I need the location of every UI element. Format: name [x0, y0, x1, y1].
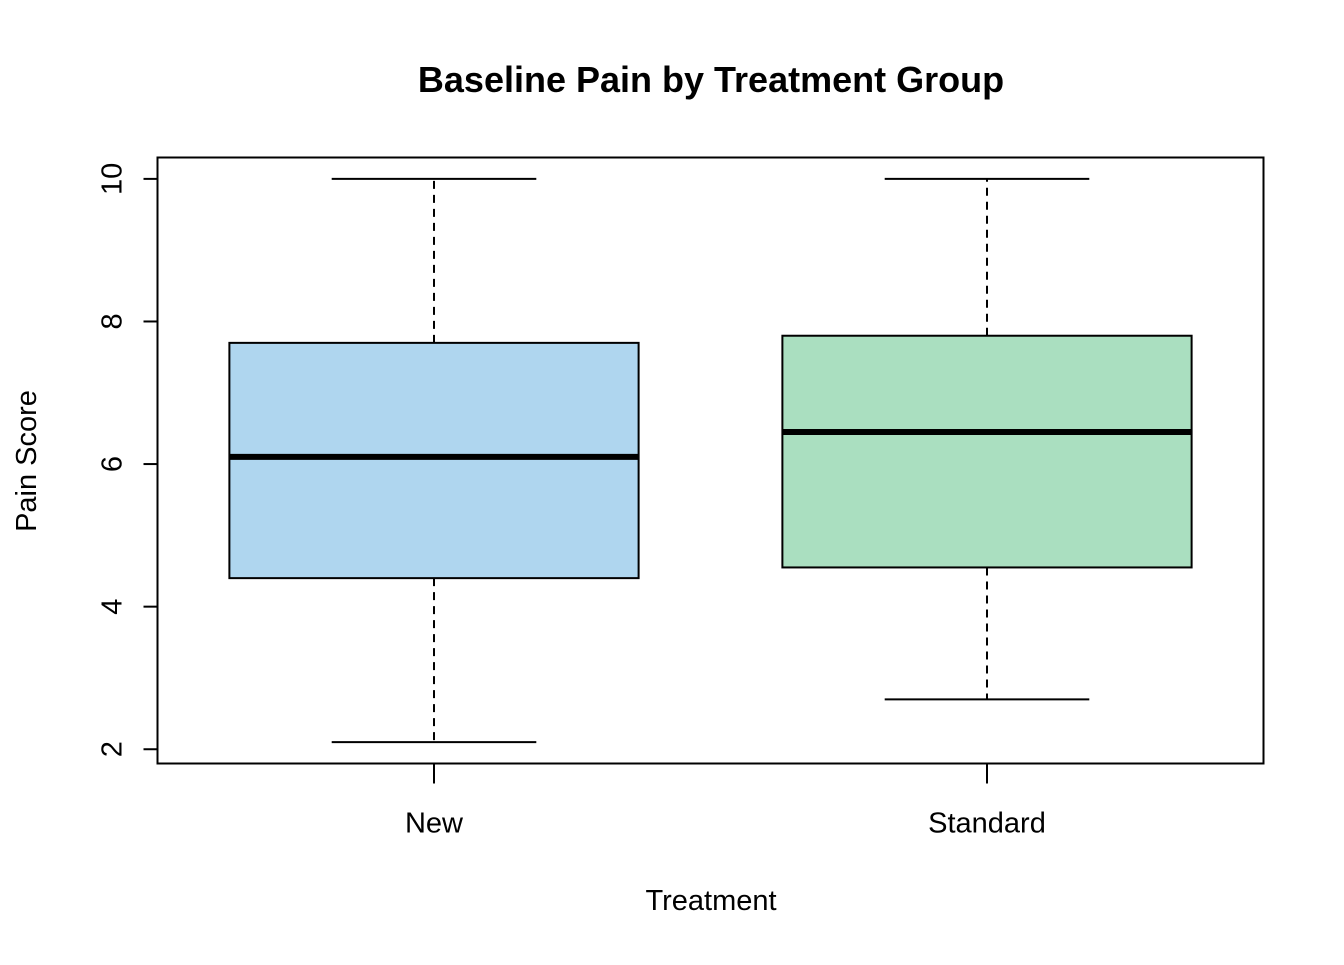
x-axis-title: Treatment — [645, 885, 776, 917]
y-axis: 2 4 6 8 10 — [97, 163, 158, 757]
y-tick-label: 8 — [97, 313, 129, 329]
y-tick-label: 10 — [97, 163, 129, 195]
y-tick-label: 4 — [97, 599, 129, 615]
x-tick-label: Standard — [928, 808, 1046, 840]
box-group — [228, 177, 1193, 744]
iqr-box — [228, 341, 640, 580]
y-tick-label: 6 — [97, 456, 129, 472]
iqr-box — [781, 334, 1193, 569]
y-axis-title: Pain Score — [11, 390, 43, 532]
y-tick-label: 2 — [97, 741, 129, 757]
box-new — [228, 177, 640, 744]
box-standard — [781, 177, 1193, 701]
chart-title: Baseline Pain by Treatment Group — [418, 59, 1004, 100]
x-axis: New Standard — [405, 763, 1046, 840]
plot-frame — [156, 156, 1265, 765]
x-tick-label: New — [405, 808, 464, 840]
